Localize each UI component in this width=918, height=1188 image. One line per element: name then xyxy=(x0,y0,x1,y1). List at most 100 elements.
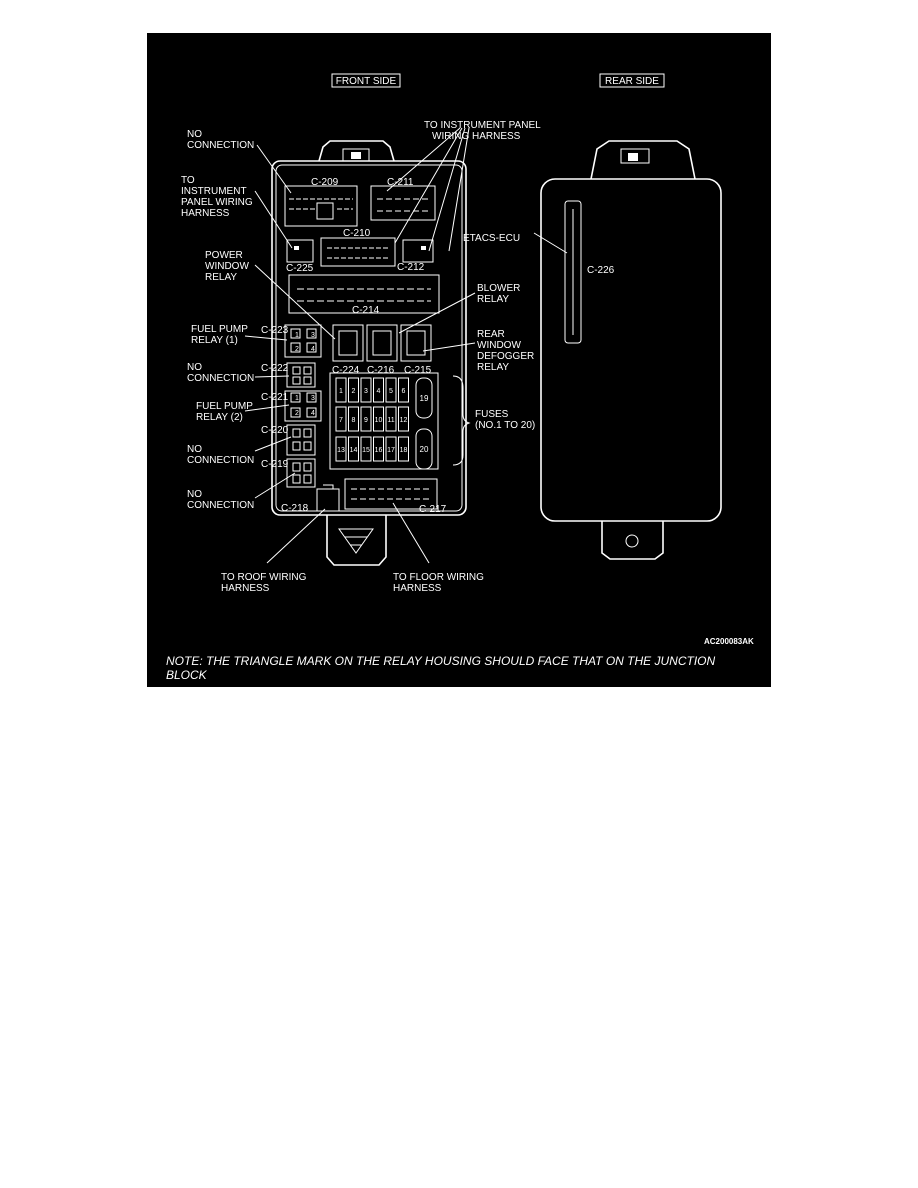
connector-c222: C-222 xyxy=(261,362,316,388)
svg-text:3: 3 xyxy=(311,332,315,339)
svg-text:FUEL PUMP: FUEL PUMP xyxy=(196,401,253,412)
junction-block-diagram: FRONT SIDE REAR SIDE C-209 C-211 xyxy=(166,73,754,682)
fuse-number-12: 12 xyxy=(400,417,408,424)
svg-text:4: 4 xyxy=(311,410,315,417)
fuse-number-17: 17 xyxy=(387,447,395,454)
svg-text:RELAY (2): RELAY (2) xyxy=(196,412,243,423)
svg-text:FUEL PUMP: FUEL PUMP xyxy=(191,324,248,335)
fuse-slot-11 xyxy=(385,406,397,432)
svg-text:WINDOW: WINDOW xyxy=(205,261,249,272)
connector-c219: C-219 xyxy=(261,458,316,488)
fuse-slot-2 xyxy=(348,377,359,403)
fuse-20: 20 xyxy=(420,445,429,454)
svg-text:2: 2 xyxy=(295,346,299,353)
svg-text:CONNECTION: CONNECTION xyxy=(187,500,254,511)
svg-text:FRONT SIDE: FRONT SIDE xyxy=(336,76,397,87)
connector-c212: C-212 xyxy=(397,239,434,273)
svg-text:NO: NO xyxy=(187,129,202,140)
svg-text:C-217: C-217 xyxy=(419,504,447,515)
label-blower-relay: BLOWER RELAY xyxy=(477,283,520,305)
connector-c217: C-217 xyxy=(344,478,447,515)
label-etacs-ecu: ETACS-ECU xyxy=(463,233,520,244)
label-to-roof-harness: TO ROOF WIRING HARNESS xyxy=(221,572,307,594)
svg-text:C-223: C-223 xyxy=(261,325,289,336)
fuse-slot-17 xyxy=(385,436,397,462)
svg-text:INSTRUMENT: INSTRUMENT xyxy=(181,186,247,197)
label-no-connection-4: NO CONNECTION xyxy=(187,489,254,511)
leader-lines xyxy=(244,127,568,564)
svg-text:NO: NO xyxy=(187,362,202,373)
connector-c225: C-225 xyxy=(286,239,314,274)
fuses-bracket xyxy=(452,375,471,466)
label-fuel-pump-relay-2: FUEL PUMP RELAY (2) xyxy=(196,401,253,423)
fuse-slot-18 xyxy=(398,436,409,462)
svg-text:C-216: C-216 xyxy=(367,365,395,376)
rear-junction-block: C-226 xyxy=(540,140,722,560)
fuse-slot-5 xyxy=(385,377,397,403)
label-fuel-pump-relay-1: FUEL PUMP RELAY (1) xyxy=(191,324,248,346)
svg-text:C-210: C-210 xyxy=(343,228,371,239)
fuse-number-6: 6 xyxy=(402,388,406,395)
label-fuses: FUSES (NO.1 TO 20) xyxy=(475,409,535,431)
note-line-2: BLOCK xyxy=(166,668,208,682)
connector-c220: C-220 xyxy=(261,424,316,456)
svg-text:HARNESS: HARNESS xyxy=(181,208,230,219)
figure-code: AC200083AK xyxy=(704,637,754,646)
fuse-number-13: 13 xyxy=(337,447,345,454)
connector-c210: C-210 xyxy=(320,228,396,267)
svg-text:FUSES: FUSES xyxy=(475,409,509,420)
fuse-number-8: 8 xyxy=(352,417,356,424)
fuse-number-5: 5 xyxy=(389,388,393,395)
svg-text:RELAY: RELAY xyxy=(205,272,237,283)
svg-text:1: 1 xyxy=(295,332,299,339)
connector-c214: C-214 xyxy=(288,274,440,316)
fuse-number-16: 16 xyxy=(375,447,383,454)
fuse-slot-6 xyxy=(398,377,409,403)
svg-text:TO ROOF WIRING: TO ROOF WIRING xyxy=(221,572,307,583)
fuse-slot-12 xyxy=(398,406,409,432)
label-to-floor-harness: TO FLOOR WIRING HARNESS xyxy=(393,572,484,594)
svg-text:C-209: C-209 xyxy=(311,177,339,188)
fuse-slot-15 xyxy=(360,436,372,462)
fuse-number-15: 15 xyxy=(362,447,370,454)
label-to-ip-harness-top: TO INSTRUMENT PANEL WIRING HARNESS xyxy=(424,120,541,142)
svg-text:C-225: C-225 xyxy=(286,263,314,274)
fuse-number-10: 10 xyxy=(375,417,383,424)
fuse-slot-14 xyxy=(348,436,359,462)
svg-text:TO: TO xyxy=(181,175,195,186)
relay-c221: 1 3 2 4 C-221 xyxy=(261,390,322,422)
svg-text:CONNECTION: CONNECTION xyxy=(187,140,254,151)
label-rear-window-defogger-relay: REAR WINDOW DEFOGGER RELAY xyxy=(477,329,534,373)
svg-text:PANEL WIRING: PANEL WIRING xyxy=(181,197,253,208)
svg-text:C-212: C-212 xyxy=(397,262,425,273)
fuse-number-7: 7 xyxy=(339,417,343,424)
svg-text:3: 3 xyxy=(311,395,315,402)
rear-side-heading: REAR SIDE xyxy=(599,73,665,88)
relay-c224: C-224 xyxy=(332,324,364,376)
svg-text:WINDOW: WINDOW xyxy=(477,340,521,351)
svg-text:C-226: C-226 xyxy=(587,265,615,276)
fuse-slot-10 xyxy=(373,406,384,432)
svg-text:CONNECTION: CONNECTION xyxy=(187,373,254,384)
svg-text:REAR SIDE: REAR SIDE xyxy=(605,76,659,87)
fuse-number-2: 2 xyxy=(352,388,356,395)
svg-text:C-220: C-220 xyxy=(261,425,289,436)
svg-text:WIRING HARNESS: WIRING HARNESS xyxy=(432,131,521,142)
svg-text:RELAY: RELAY xyxy=(477,362,509,373)
svg-text:TO INSTRUMENT PANEL: TO INSTRUMENT PANEL xyxy=(424,120,541,131)
svg-text:C-219: C-219 xyxy=(261,459,289,470)
connector-c209: C-209 xyxy=(284,177,358,227)
fuse-slot-3 xyxy=(360,377,372,403)
label-to-ip-harness-left: TO INSTRUMENT PANEL WIRING HARNESS xyxy=(181,175,253,219)
svg-text:2: 2 xyxy=(295,410,299,417)
svg-text:C-221: C-221 xyxy=(261,392,289,403)
label-no-connection-2: NO CONNECTION xyxy=(187,362,254,384)
svg-text:DEFOGGER: DEFOGGER xyxy=(477,351,534,362)
connector-c218: C-218 xyxy=(281,484,340,514)
fuse-number-11: 11 xyxy=(387,417,394,424)
fuse-number-4: 4 xyxy=(377,388,381,395)
svg-text:4: 4 xyxy=(311,346,315,353)
diagram-panel: FRONT SIDE REAR SIDE C-209 C-211 xyxy=(147,33,771,687)
